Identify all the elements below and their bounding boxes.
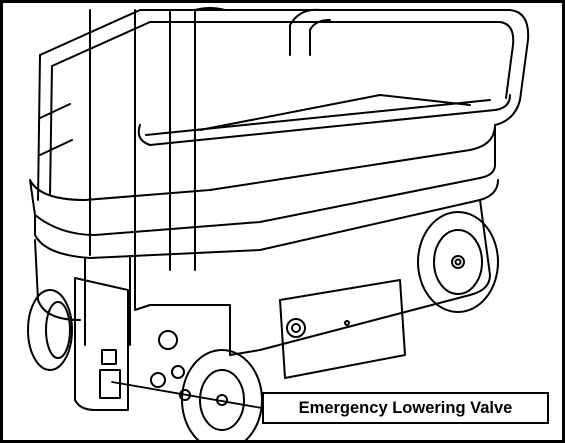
left-post-outer [37,54,41,201]
guard-rail-inner [51,21,515,99]
mast-top [194,7,226,11]
left-post-inner [49,65,53,196]
access-hatch [286,318,306,338]
chassis-panel [279,279,406,379]
leader-line [111,381,263,409]
callout-box: Emergency Lowering Valve [262,392,549,424]
guard-rail-upper [39,9,530,126]
handle-loop [289,8,391,56]
platform-tray [29,124,496,236]
rear-wheel [417,211,499,313]
front-rail [137,94,511,146]
caster-wheel [27,289,73,371]
hook-fitting [158,330,178,350]
emergency-lowering-valve-label: Emergency Lowering Valve [298,398,513,417]
platform-deck [199,94,471,131]
base-body [34,199,491,356]
control-box [74,277,129,411]
mast [89,9,196,271]
left-rail-mid [39,103,73,156]
